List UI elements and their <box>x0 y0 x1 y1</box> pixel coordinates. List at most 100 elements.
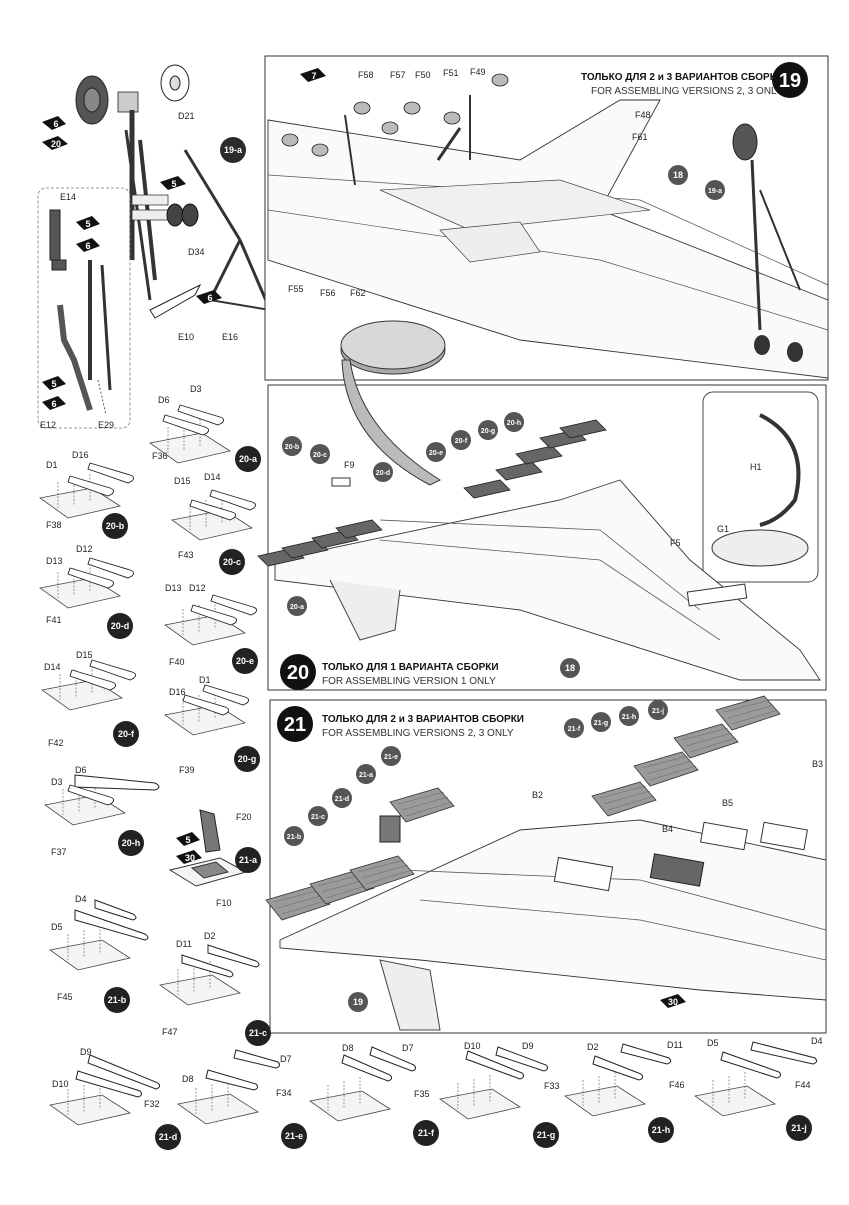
sub-21f-p1: D8 <box>342 1043 354 1053</box>
paint-marker-5-b: 5 <box>76 216 100 230</box>
step-21-number-badge: 21 <box>277 706 313 742</box>
paint-marker-5-c: 5 <box>42 376 66 390</box>
sub-20b-badge: 20-b <box>106 521 125 531</box>
paint-30-text: 30 <box>668 997 678 1007</box>
sub-20g-p2: D16 <box>169 687 186 697</box>
paint-6-text: 6 <box>207 293 212 303</box>
paint-20-text: 20 <box>51 139 61 149</box>
sub-20d-p1: D12 <box>76 544 93 554</box>
sub-20g-base: F39 <box>179 765 195 775</box>
label-b3: B3 <box>812 759 823 769</box>
callout-20e: 20-e <box>426 442 446 462</box>
label-e10: E10 <box>178 332 194 342</box>
sub-21a-base: F10 <box>216 898 232 908</box>
label-d21: D21 <box>178 111 195 121</box>
sub-21e-base: F34 <box>276 1088 292 1098</box>
sub-21c-p2: D2 <box>204 931 216 941</box>
sub-21b-p2: D5 <box>51 922 63 932</box>
sub-20d: D12 D13 F41 20-d <box>39 544 135 639</box>
sub-21j-badge: 21-j <box>791 1123 807 1133</box>
paint-marker-6-d: 6 <box>42 396 66 410</box>
callout-20b: 20-b <box>282 436 302 456</box>
paint-5-text: 5 <box>85 219 90 229</box>
callout-20h-text: 20-h <box>507 420 521 427</box>
sub-21h-badge: 21-h <box>652 1125 671 1135</box>
sub-20c-p2: D15 <box>174 476 191 486</box>
label-f48: F48 <box>635 110 651 120</box>
sub-21g-p1: D10 <box>464 1041 481 1051</box>
label-b2: B2 <box>532 790 543 800</box>
label-f50: F50 <box>415 70 431 80</box>
step-20-panel <box>257 320 827 691</box>
callout-20f-text: 20-f <box>455 438 468 445</box>
sub-21f-p2: D7 <box>402 1043 414 1053</box>
badge-19a: 19-a <box>220 137 246 163</box>
paint-marker-20-a: 20 <box>42 136 68 150</box>
label-f57: F57 <box>390 70 406 80</box>
paint-6-text: 6 <box>85 241 90 251</box>
step-21-callouts: 21-a 21-b 21-c 21-d 21-e 21-f 21-g 21-h … <box>284 700 686 1012</box>
sub-21c-p1: D11 <box>176 939 192 949</box>
ref-18-step20: 18 <box>560 658 580 678</box>
paint-6-text: 6 <box>53 119 58 129</box>
label-b5: B5 <box>722 798 733 808</box>
callout-21d-text: 21-d <box>335 796 349 803</box>
step-20-title-en: FOR ASSEMBLING VERSION 1 ONLY <box>322 676 496 687</box>
callout-21g-text: 21-g <box>594 720 608 727</box>
sub-20a: D3 D6 F36 20-a <box>149 384 261 472</box>
sub-21e-badge: 21-e <box>285 1131 303 1141</box>
paint-5-text: 5 <box>171 179 176 189</box>
badge-19a-label: 19-a <box>224 145 243 155</box>
paint-marker-6-c: 6 <box>196 290 222 304</box>
label-e12: E12 <box>40 420 56 430</box>
sub-21f-badge: 21-f <box>418 1128 435 1138</box>
sub-21d-p2: D10 <box>52 1079 69 1089</box>
label-e29: E29 <box>98 420 114 430</box>
step-19-number-badge: 19 <box>772 62 808 98</box>
callout-21b: 21-b <box>284 826 304 846</box>
sub-20f-base: F42 <box>48 738 64 748</box>
sub-21c-base: F47 <box>162 1027 178 1037</box>
callout-20g-text: 20-g <box>481 428 495 435</box>
step-21-title-en: FOR ASSEMBLING VERSIONS 2, 3 ONLY <box>322 728 514 739</box>
paint-7-text: 7 <box>311 71 316 81</box>
sub-20d-p2: D13 <box>46 556 63 566</box>
callout-20b-text: 20-b <box>285 444 299 451</box>
callout-21h-text: 21-h <box>622 714 636 721</box>
label-g1: G1 <box>717 524 729 534</box>
sub-21h: D2 D11 F46 21-h <box>564 1040 685 1143</box>
label-h1: H1 <box>750 462 762 472</box>
callout-20c-text: 20-c <box>313 452 327 459</box>
sub-20h-p1: D6 <box>75 765 87 775</box>
step-20-number-badge: 20 <box>280 654 316 690</box>
sub-21a: F20 F10 5 30 21-a <box>168 809 261 908</box>
paint-6-text: 6 <box>51 399 56 409</box>
sub-20g: D1 D16 F39 20-g <box>164 675 260 775</box>
sub-21h-base: F46 <box>669 1080 685 1090</box>
sub-21c: D11 D2 F47 21-c <box>159 931 271 1046</box>
label-e16: E16 <box>222 332 238 342</box>
sub-20e-base: F40 <box>169 657 185 667</box>
callout-21g: 21-g <box>591 712 611 732</box>
callout-21f: 21-f <box>564 718 584 738</box>
sub-21j: D5 D4 F44 21-j <box>694 1036 823 1141</box>
callout-20a: 20-a <box>287 596 307 616</box>
sub-21b-p1: D4 <box>75 894 87 904</box>
callout-21h: 21-h <box>619 706 639 726</box>
callout-21e-text: 21-e <box>384 754 398 761</box>
label-e14: E14 <box>60 192 76 202</box>
callout-21c: 21-c <box>308 806 328 826</box>
sub-20a-p1: D3 <box>190 384 202 394</box>
step-20-number: 20 <box>287 662 309 684</box>
sub-20a-base: F36 <box>152 451 168 461</box>
sub-21d-badge: 21-d <box>159 1132 178 1142</box>
callout-20g: 20-g <box>478 420 498 440</box>
sub-20c-base: F43 <box>178 550 194 560</box>
sub-21a-part: F20 <box>236 812 252 822</box>
label-f61: F61 <box>632 132 648 142</box>
label-f56: F56 <box>320 288 336 298</box>
sub-20h-base: F37 <box>51 847 67 857</box>
sub-20c-badge: 20-c <box>223 557 241 567</box>
callout-20e-text: 20-e <box>429 450 443 457</box>
step-21-panel <box>265 695 827 1034</box>
